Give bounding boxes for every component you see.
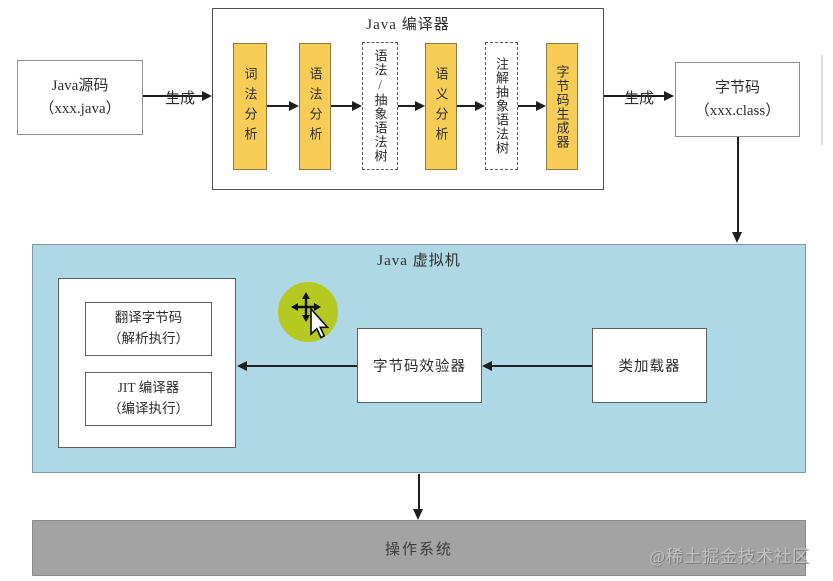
arrow-jvm-to-os-head [413, 509, 423, 520]
generate-label-right: 生成 [623, 91, 654, 107]
os-bar: 操作系统 [32, 520, 806, 576]
os-label: 操作系统 [384, 541, 453, 558]
java-source-subtitle: （xxx.java） [39, 100, 121, 117]
arrow-stage-1-head [289, 101, 299, 111]
bytecode-title: 字节码 [714, 80, 760, 96]
class-loader-box: 类加载器 [592, 328, 707, 403]
jit-subtitle: （编译执行） [108, 401, 189, 416]
arrow-stage-2-line [331, 105, 353, 107]
arrow-verifier-to-engine-head [237, 361, 247, 371]
interpreter-subtitle: （解析执行） [108, 331, 189, 346]
mouse-cursor-overlay [278, 282, 338, 342]
arrow-stage-5-head [536, 101, 546, 111]
arrow-source-to-compiler-head [202, 91, 212, 101]
arrow-stage-5-line [518, 105, 537, 107]
bytecode-subtitle: （xxx.class） [694, 102, 781, 119]
stage-syntax-analysis: 语法分析 [299, 43, 331, 170]
arrow-compiler-to-bytecode-line [604, 95, 665, 97]
watermark: @稀土掘金技术社区 [649, 547, 810, 566]
arrow-bytecode-to-jvm-line [737, 137, 739, 233]
arrow-verifier-to-engine-line [247, 365, 357, 367]
right-edge-scroll-line [821, 55, 823, 145]
jit-compiler-box: JIT 编译器 （编译执行） [85, 372, 212, 426]
java-source-box: Java源码 （xxx.java） [17, 60, 143, 135]
pointer-cursor-icon [310, 306, 330, 339]
bytecode-verifier-box: 字节码效验器 [357, 328, 482, 403]
java-compiler-box [212, 8, 604, 190]
arrow-source-to-compiler-line [143, 95, 203, 97]
interpreter-title: 翻译字节码 [114, 310, 183, 326]
jit-title: JIT 编译器 [117, 380, 180, 396]
arrow-classloader-to-verifier-head [482, 361, 492, 371]
jvm-title: Java 虚拟机 [377, 253, 461, 269]
arrow-jvm-to-os-line [418, 474, 420, 510]
generate-label-left: 生成 [164, 91, 195, 107]
arrow-bytecode-to-jvm-head [732, 232, 742, 243]
arrow-stage-1-line [267, 105, 290, 107]
move-cross-icon [291, 292, 321, 322]
stage-annotated-syntax-tree: 注解抽象语法树 [485, 42, 518, 170]
arrow-stage-4-head [475, 101, 485, 111]
java-source-title: Java源码 [51, 78, 109, 94]
stage-abstract-syntax-tree: 语法/抽象语法树 [362, 42, 398, 170]
arrow-compiler-to-bytecode-head [664, 91, 674, 101]
arrow-classloader-to-verifier-line [492, 365, 592, 367]
interpreter-box: 翻译字节码 （解析执行） [85, 302, 212, 356]
stage-semantic-analysis: 语义分析 [425, 43, 457, 170]
stage-bytecode-generator: 字节码生成器 [546, 43, 578, 170]
arrow-stage-4-line [457, 105, 476, 107]
java-compiler-title: Java 编译器 [366, 17, 450, 33]
stage-lexical-analysis: 词法分析 [233, 43, 267, 170]
cursor-highlight-circle [278, 282, 338, 342]
arrow-stage-2-head [352, 101, 362, 111]
arrow-stage-3-head [415, 101, 425, 111]
bytecode-box: 字节码 （xxx.class） [675, 62, 800, 137]
arrow-stage-3-line [398, 105, 416, 107]
